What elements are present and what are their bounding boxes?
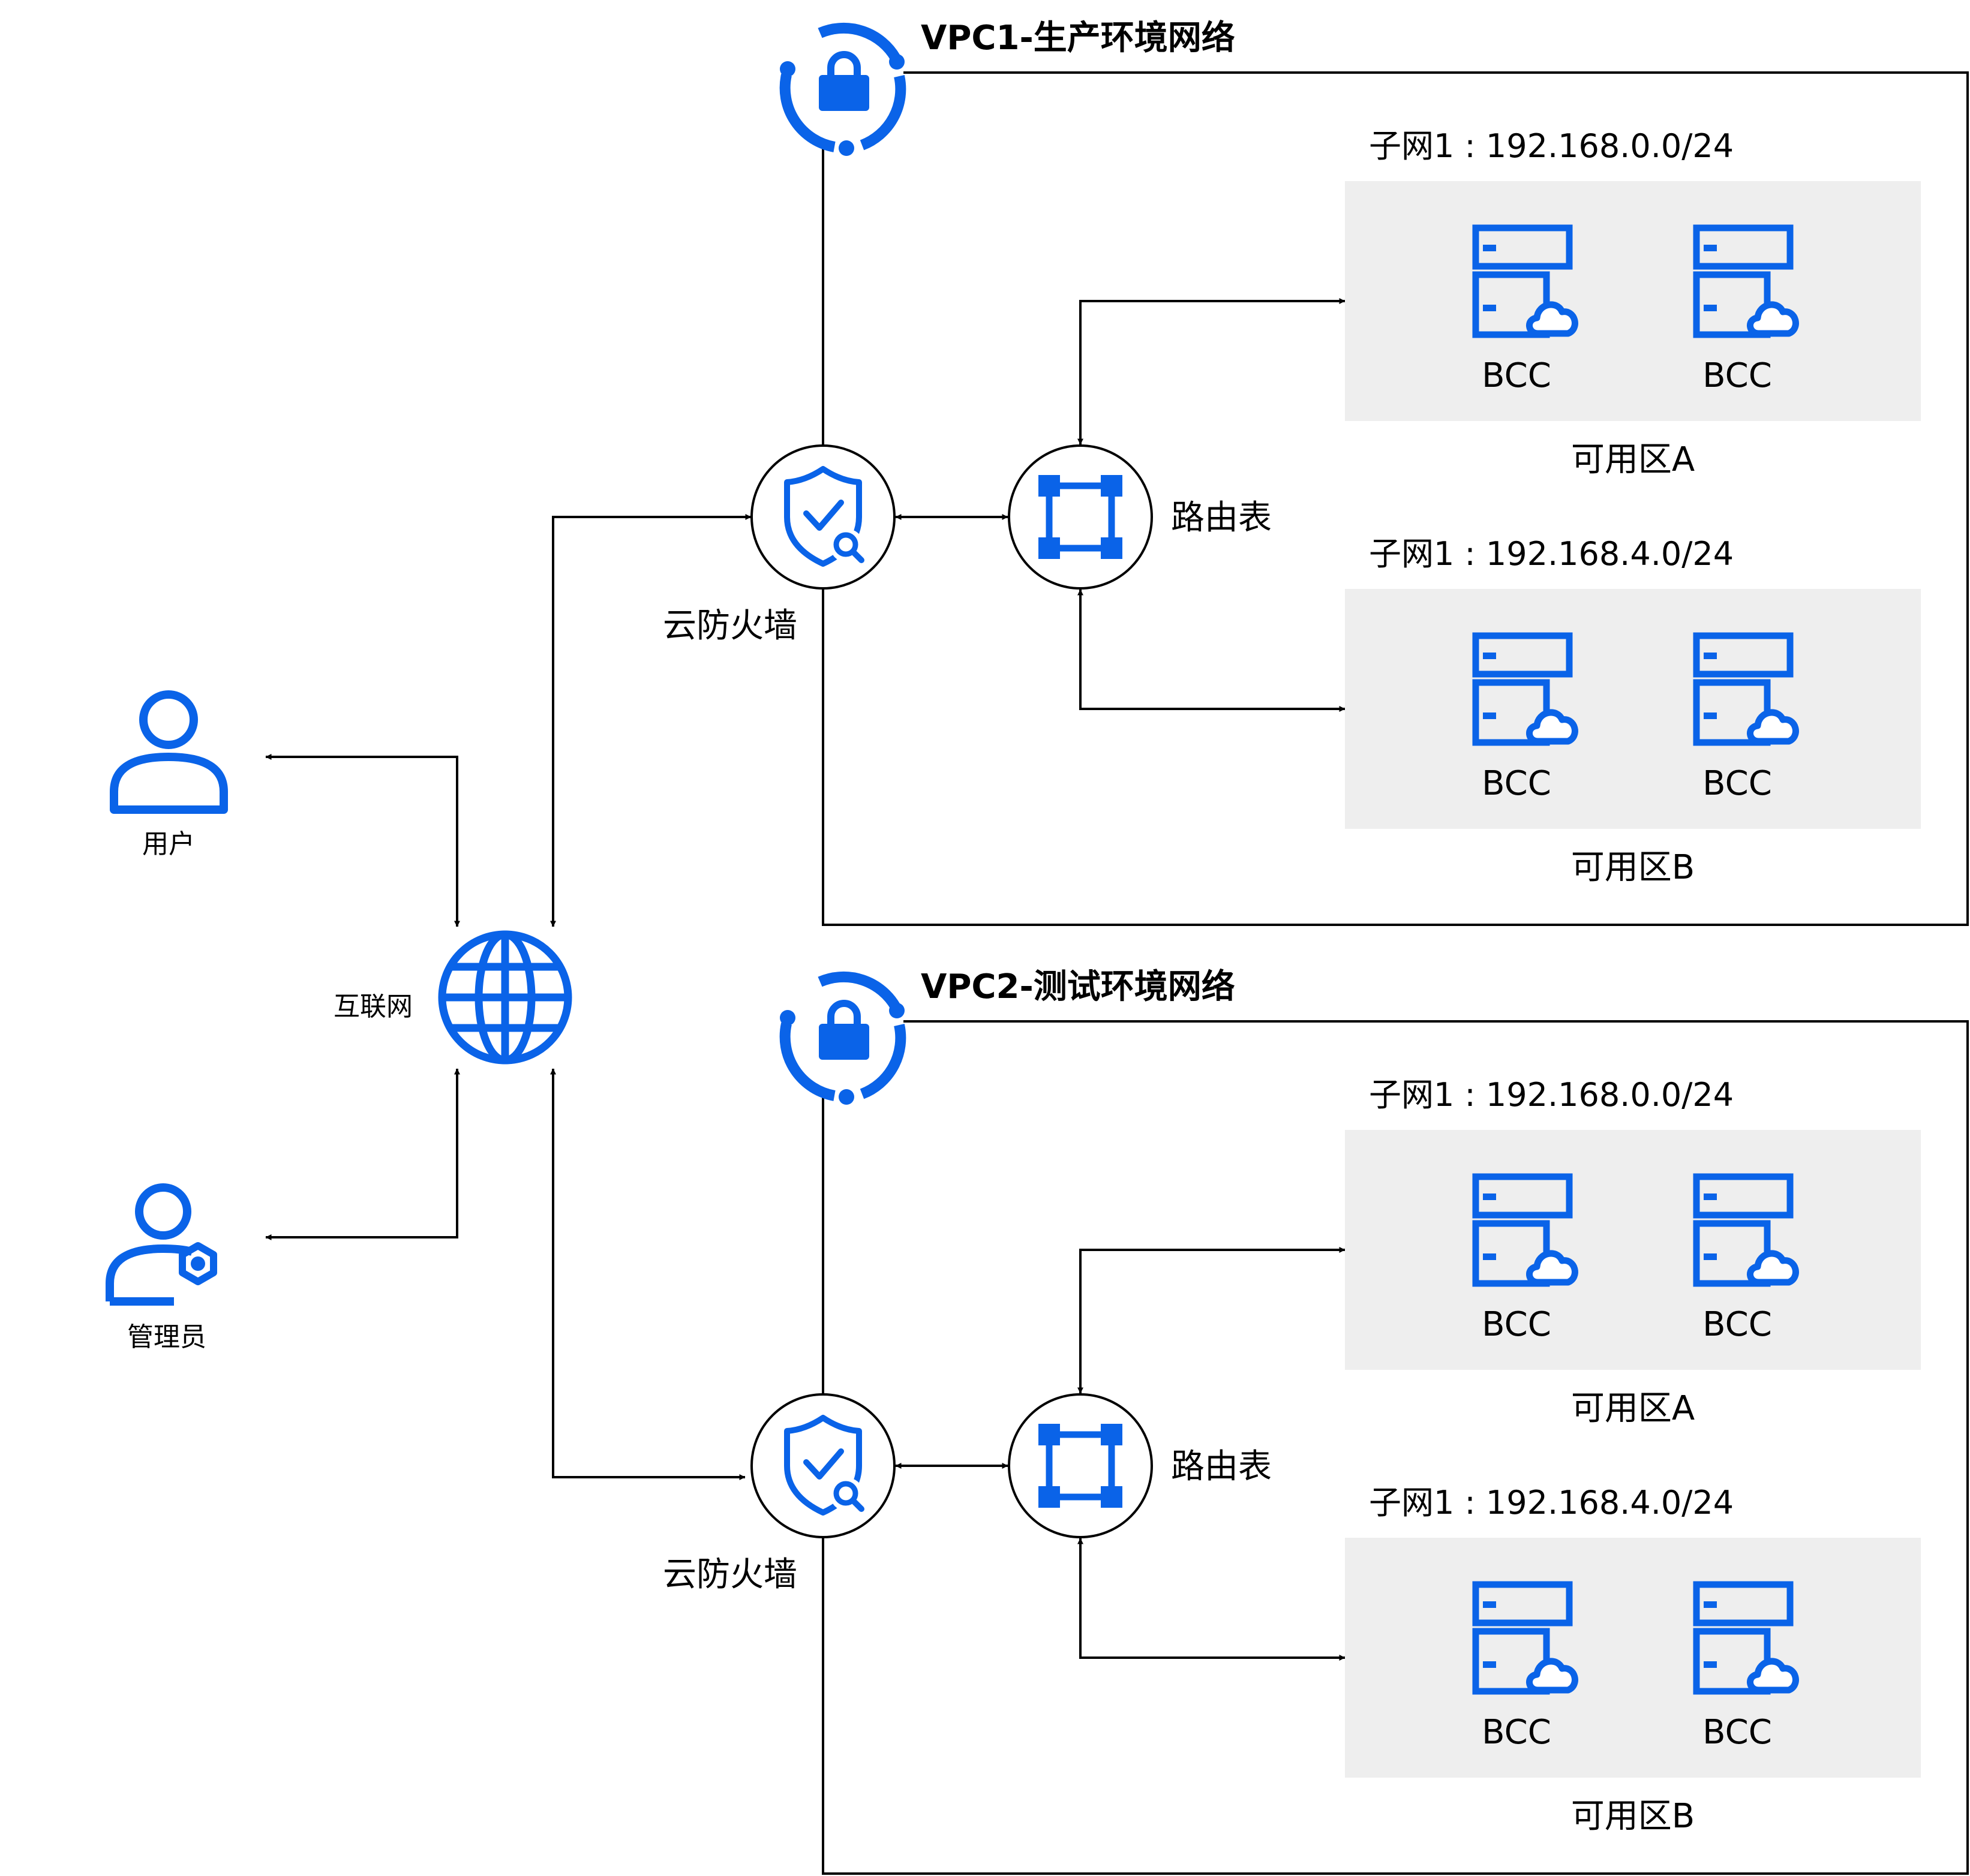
- bcc-label: BCC: [1702, 764, 1772, 803]
- zone-panel: [1345, 1538, 1921, 1778]
- zone-name-label: 可用区B: [1571, 848, 1695, 887]
- route-zone-b-link: [1077, 589, 1346, 712]
- user-internet-link: [265, 754, 460, 927]
- bcc-label: BCC: [1482, 1713, 1551, 1752]
- route-zone-a-link: [1077, 1247, 1346, 1394]
- internet-label: 互联网: [334, 991, 413, 1022]
- bcc-server: BCC: [1476, 636, 1575, 803]
- left-connectors: [265, 514, 752, 1480]
- firewall-label: 云防火墙: [663, 606, 797, 645]
- vpc-boundary: [822, 71, 1969, 926]
- admin-node: 管理员: [106, 1183, 217, 1352]
- route-table-node: [1008, 444, 1153, 590]
- bcc-label: BCC: [1702, 1305, 1772, 1344]
- bcc-server: BCC: [1696, 1585, 1795, 1752]
- subnet-label: 子网1 : 192.168.0.0/24: [1369, 127, 1734, 165]
- route-zone-b-link: [1077, 1538, 1346, 1661]
- internet-vpc1-link: [550, 514, 752, 927]
- zone-panel: [1345, 589, 1921, 829]
- bcc-server: BCC: [1696, 1177, 1795, 1344]
- route-table-label: 路由表: [1171, 498, 1272, 537]
- globe-icon: [438, 930, 572, 1065]
- bcc-label: BCC: [1482, 764, 1551, 803]
- bcc-label: BCC: [1702, 1713, 1772, 1752]
- bcc-server: BCC: [1476, 1177, 1575, 1344]
- subnet-label: 子网1 : 192.168.4.0/24: [1369, 1484, 1734, 1522]
- vpc-title: VPC2-测试环境网络: [921, 967, 1235, 1006]
- subnet-label: 子网1 : 192.168.4.0/24: [1369, 535, 1734, 573]
- bcc-server: BCC: [1476, 228, 1575, 395]
- firewall-label: 云防火墙: [663, 1555, 797, 1594]
- subnet-label: 子网1 : 192.168.0.0/24: [1369, 1076, 1734, 1114]
- bcc-label: BCC: [1482, 356, 1551, 395]
- vpc-lock-icon: [780, 28, 905, 156]
- user-node: 用户: [110, 690, 228, 859]
- zone-name-label: 可用区B: [1571, 1797, 1695, 1836]
- internet-node: 互联网: [334, 930, 572, 1065]
- bcc-server: BCC: [1696, 636, 1795, 803]
- bcc-label: BCC: [1482, 1305, 1551, 1344]
- vpc-title: VPC1-生产环境网络: [921, 19, 1235, 58]
- admin-label: 管理员: [127, 1322, 206, 1352]
- zone-name-label: 可用区A: [1571, 1389, 1695, 1428]
- user-label: 用户: [142, 829, 195, 859]
- zone-panel: [1345, 181, 1921, 421]
- bcc-label: BCC: [1702, 356, 1772, 395]
- user-icon: [110, 690, 228, 814]
- zone-panel: [1345, 1130, 1921, 1370]
- vpc-lock-icon: [780, 977, 905, 1105]
- bcc-server: BCC: [1696, 228, 1795, 395]
- zone-name-label: 可用区A: [1571, 440, 1695, 479]
- vpc-boundary: [822, 1020, 1969, 1875]
- bcc-server: BCC: [1476, 1585, 1575, 1752]
- route-zone-a-link: [1077, 298, 1346, 445]
- admin-internet-link: [265, 1068, 460, 1240]
- route-table-node: [1008, 1393, 1153, 1538]
- route-table-label: 路由表: [1171, 1447, 1272, 1486]
- internet-vpc2-link: [550, 1068, 746, 1480]
- admin-user-icon: [106, 1183, 217, 1306]
